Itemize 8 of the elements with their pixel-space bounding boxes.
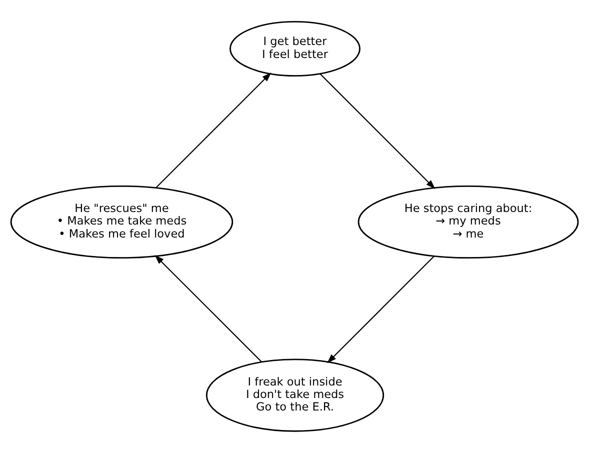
- arrow: [154, 255, 262, 362]
- node-ellipse: He stops caring about: → my meds → me: [358, 185, 579, 259]
- node-ellipse: I freak out inside I don't take meds Go to the E.R.: [206, 358, 384, 432]
- arrow: [320, 73, 436, 189]
- node-ellipse: He "rescues" me • Makes me take meds • Makes me feel loved: [10, 185, 234, 259]
- node-ellipse: I get better I feel better: [230, 20, 360, 76]
- arrow: [156, 72, 272, 188]
- arrow: [327, 256, 434, 364]
